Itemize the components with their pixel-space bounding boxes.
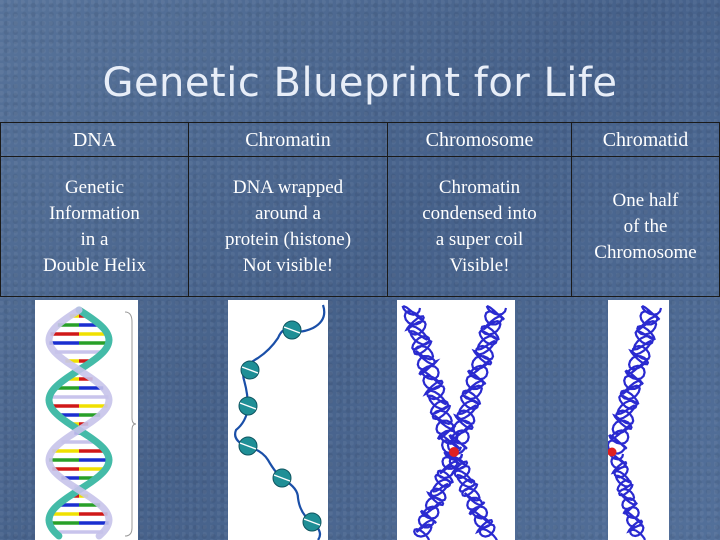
desc-chromatid: One half of the Chromosome (571, 156, 720, 297)
chromatin-panel (228, 300, 328, 540)
desc-line: around a (255, 202, 321, 224)
desc-line: One half (612, 189, 679, 211)
chromatin-image (234, 304, 326, 540)
desc-dna: Genetic Information in a Double Helix (0, 156, 189, 297)
dna-helix-panel (35, 300, 138, 540)
desc-line: Double Helix (43, 254, 146, 276)
desc-line: protein (histone) (224, 228, 352, 250)
dna-double-helix-image (45, 306, 137, 540)
chromatid-arm-upper (608, 305, 663, 455)
desc-chromosome: Chromatin condensed into a super coil Vi… (387, 156, 572, 297)
header-dna: DNA (0, 122, 189, 157)
header-chromatin: Chromatin (188, 122, 388, 157)
table-header-row: DNA Chromatin Chromosome Chromatid (0, 122, 720, 157)
helix-strand-b (45, 306, 113, 540)
dna-strand (234, 304, 326, 540)
chromosome-panel (397, 300, 515, 540)
chromosome-arm-upper-left (401, 305, 463, 455)
histone-beads (238, 320, 322, 532)
desc-chromatin: DNA wrapped around a protein (histone) N… (188, 156, 388, 297)
header-chromatid: Chromatid (571, 122, 720, 157)
chromosome-arm-lower-left (413, 451, 464, 540)
chromosome-arm-upper-right (446, 304, 508, 455)
table-description-row: Genetic Information in a Double Helix DN… (0, 156, 720, 297)
x-chromosome-image (401, 304, 508, 540)
chromatid-image (608, 305, 663, 540)
dna-wrap-stroke (239, 442, 257, 450)
desc-line: DNA wrapped (232, 176, 344, 198)
desc-line: of the (623, 215, 668, 237)
desc-line: Visible! (449, 254, 510, 276)
centromere (449, 447, 459, 457)
desc-line: Chromosome (594, 241, 697, 263)
centromere (608, 447, 617, 457)
dna-wrap-stroke (303, 518, 321, 526)
header-chromosome: Chromosome (387, 122, 572, 157)
desc-line: condensed into (422, 202, 537, 224)
helix-base-pairs (49, 314, 109, 534)
chromatid-panel (608, 300, 669, 540)
slide-title: Genetic Blueprint for Life (102, 60, 618, 106)
dna-wrap-stroke (241, 366, 259, 374)
desc-line: Chromatin (438, 176, 521, 198)
desc-line: in a (80, 228, 109, 250)
dna-wrap-stroke (273, 474, 291, 482)
dna-wrap-stroke (239, 402, 257, 410)
desc-line: Not visible! (242, 254, 334, 276)
dna-wrap-stroke (283, 326, 301, 334)
desc-line: Genetic (64, 176, 125, 198)
comparison-table: DNA Chromatin Chromosome Chromatid Genet… (0, 122, 720, 297)
chromatid-arm-lower (608, 452, 647, 540)
helix-strand-a (45, 306, 113, 540)
chromosome-arm-lower-right (445, 451, 498, 540)
desc-line: a super coil (435, 228, 524, 250)
helix-bracket (124, 311, 137, 537)
desc-line: Information (49, 202, 140, 224)
